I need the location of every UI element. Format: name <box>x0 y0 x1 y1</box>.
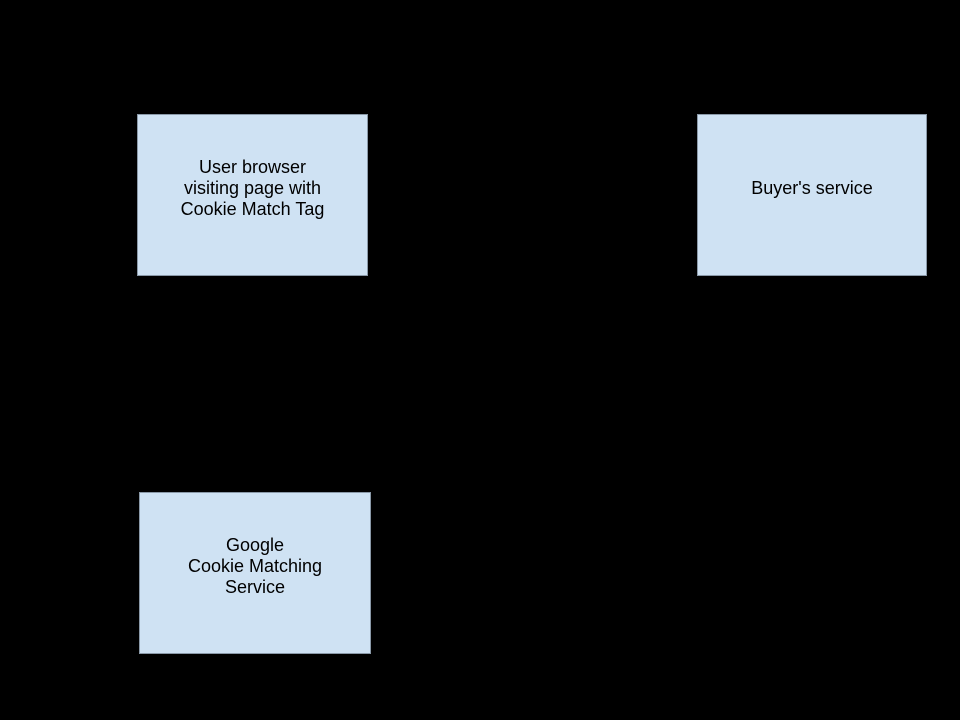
node-google-cookie-matching-service: Google Cookie Matching Service <box>139 492 371 654</box>
node-buyers-service-label: Buyer's service <box>751 177 873 198</box>
node-user-browser-label: User browser visiting page with Cookie M… <box>180 156 325 219</box>
node-buyers-service: Buyer's service <box>697 114 927 276</box>
node-google-cookie-matching-service-label: Google Cookie Matching Service <box>187 534 323 597</box>
node-user-browser: User browser visiting page with Cookie M… <box>137 114 368 276</box>
